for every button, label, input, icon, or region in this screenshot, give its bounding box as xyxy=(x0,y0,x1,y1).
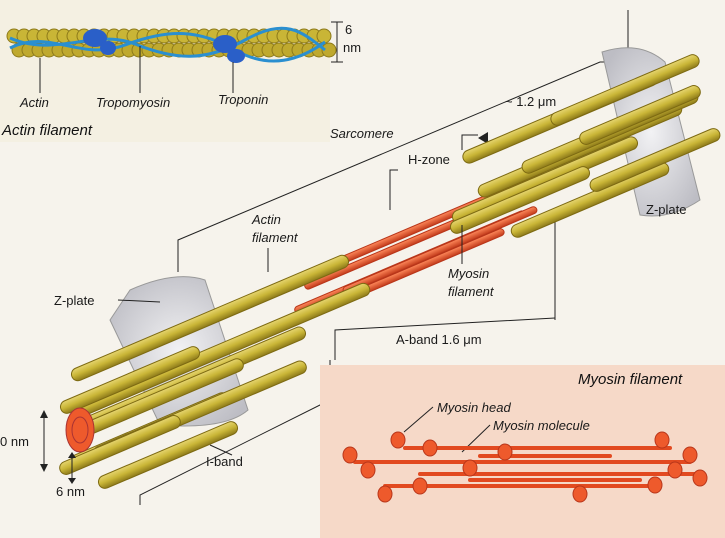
myosin-inset-title: Myosin filament xyxy=(578,371,683,388)
myosin-head xyxy=(497,443,513,461)
myosin-inset-background xyxy=(320,365,725,538)
label-sarcomere: Sarcomere xyxy=(330,126,394,141)
diameter-unit: nm xyxy=(343,40,361,55)
diameter-value: 6 xyxy=(345,22,352,37)
i-band-bracket xyxy=(139,399,331,505)
myosin-head xyxy=(654,431,670,449)
label-myosin-filament-2: filament xyxy=(448,284,495,299)
myosin-filament-inset: Myosin filament Myosin head Myosin molec… xyxy=(320,365,725,538)
actin-rod xyxy=(449,166,591,234)
actin-filament-inset: Actin Tropomyosin Troponin Actin filamen… xyxy=(0,0,361,142)
tropomyosin-strand-2 xyxy=(9,26,326,58)
actin-rod xyxy=(97,421,239,489)
myosin-head xyxy=(412,477,428,495)
label-tropomyosin: Tropomyosin xyxy=(96,95,170,110)
myosin-cross-section xyxy=(65,407,95,453)
label-z-plate-right: Z-plate xyxy=(646,202,686,217)
label-myosin-filament-1: Myosin xyxy=(448,266,489,281)
label-i-band: I-band xyxy=(206,454,243,469)
label-6nm: 6 nm xyxy=(56,484,85,499)
actin-rod xyxy=(510,162,670,238)
myosin-molecule-group xyxy=(342,431,708,503)
label-myosin-head: Myosin head xyxy=(437,400,511,415)
label-troponin: Troponin xyxy=(218,92,268,107)
label-actin: Actin xyxy=(19,95,49,110)
actin-rod xyxy=(59,415,181,475)
actin-filament-group xyxy=(59,54,721,489)
actin-rod xyxy=(70,254,350,382)
actin-rod xyxy=(579,85,701,145)
myosin-head xyxy=(422,439,438,457)
label-actin-filament-1: Actin xyxy=(251,212,281,227)
a-band-bracket xyxy=(334,317,556,360)
myosin-head xyxy=(390,431,406,449)
myosin-head xyxy=(342,446,358,464)
myosin-head xyxy=(462,459,478,477)
label-10nm: 0 nm xyxy=(0,434,29,449)
actin-inset-title: Actin filament xyxy=(1,122,93,139)
troponin-blob xyxy=(83,29,107,47)
actin-inset-background xyxy=(0,0,330,142)
myosin-head xyxy=(647,476,663,494)
h-zone-bracket xyxy=(389,169,398,210)
sarcomere-main: Sarcomere ~ 1.2 μm H-zone Z-plate Z-plat… xyxy=(0,10,721,505)
label-actin-filament-2: filament xyxy=(252,230,299,245)
myosin-head xyxy=(682,446,698,464)
actin-rod xyxy=(550,54,700,126)
troponin-blob xyxy=(100,41,116,55)
troponin-blob xyxy=(227,49,245,63)
myosin-head xyxy=(377,485,393,503)
label-h-zone: H-zone xyxy=(408,152,450,167)
myosin-head xyxy=(360,461,376,479)
actin-rod xyxy=(59,346,201,414)
label-length: ~ 1.2 μm xyxy=(505,94,556,109)
myosin-head xyxy=(572,485,588,503)
actin-rod xyxy=(589,128,721,192)
label-z-plate-left: Z-plate xyxy=(54,293,94,308)
label-a-band: A-band 1.6 μm xyxy=(396,332,482,347)
myosin-head xyxy=(692,469,708,487)
troponin-blob xyxy=(213,35,237,53)
label-myosin-molecule: Myosin molecule xyxy=(493,418,590,433)
actin-monomer xyxy=(321,42,337,58)
myosin-head xyxy=(667,461,683,479)
